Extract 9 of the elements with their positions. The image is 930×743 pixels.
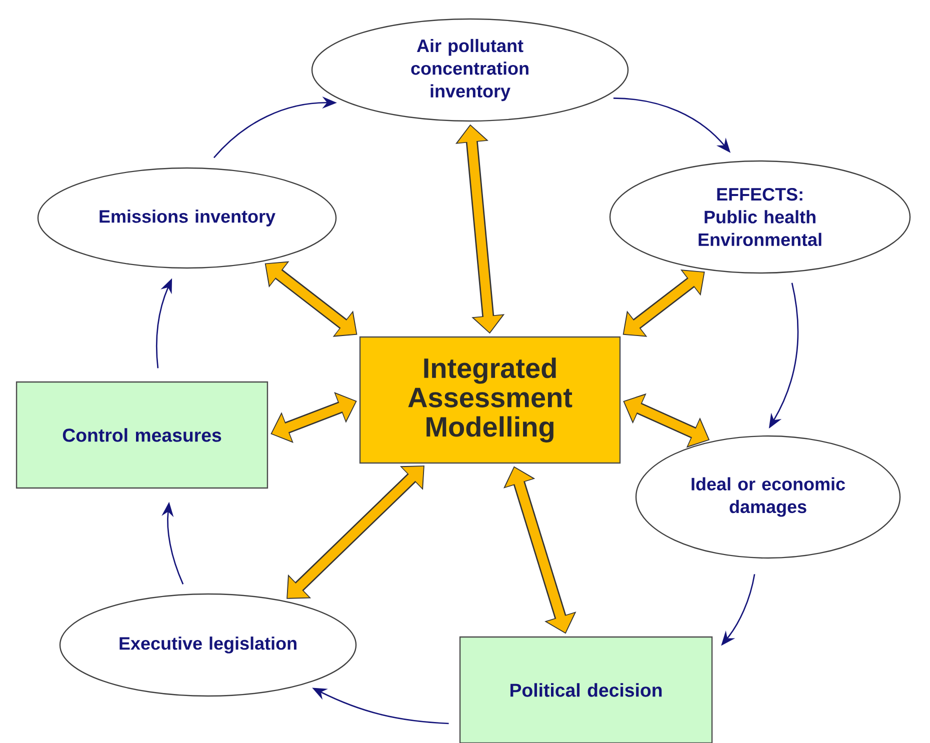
oval-node: Emissions inventory (37, 167, 337, 269)
rect-box: Political decision (459, 636, 713, 743)
oval-node: Air pollutant concentration inventory (311, 18, 629, 122)
rect-box: Control measures (16, 381, 268, 489)
double-arrow (286, 466, 424, 599)
oval-node: Executive legislation (59, 593, 357, 697)
assessment-box: Integrated Assessment Modelling (359, 336, 621, 464)
oval-node: Ideal or economic damages (635, 435, 901, 559)
oval-node: EFFECTS: Public health Environmental (609, 160, 911, 274)
